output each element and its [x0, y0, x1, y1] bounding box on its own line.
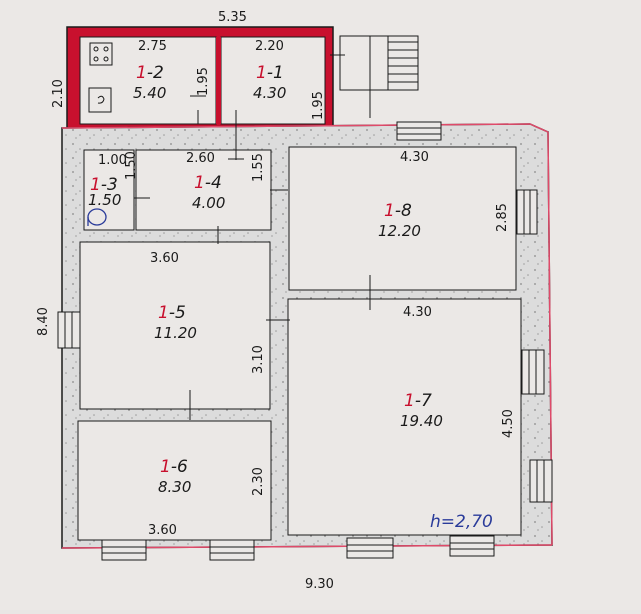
dim-r5-side: 3.10	[251, 345, 266, 374]
dim-r1-top: 2.20	[255, 39, 284, 54]
stairs-icon	[339, 35, 419, 118]
main-walls	[61, 123, 553, 549]
window-icon	[521, 349, 545, 395]
room-area: 4.00	[192, 194, 225, 212]
window-icon	[449, 535, 495, 557]
dim-annex-height: 2.10	[51, 79, 66, 108]
dim-r6-bottom: 3.60	[148, 523, 177, 538]
room-area: 19.40	[400, 412, 443, 430]
room-area: 4.30	[253, 84, 286, 102]
dim-r3-side: 1.50	[124, 151, 139, 180]
room-1-4-floor	[135, 149, 272, 231]
room-label-1-6: 1-6 8.30	[158, 457, 191, 496]
dim-r2-side: 1.95	[196, 67, 211, 96]
svg-text:1-8: 1-8	[384, 201, 412, 221]
windows	[57, 121, 553, 561]
dim-r4-top: 2.60	[186, 151, 215, 166]
room-area: 1.50	[88, 191, 121, 209]
svg-text:1-2: 1-2	[136, 63, 164, 83]
svg-text:1-7: 1-7	[404, 391, 432, 411]
room-area: 12.20	[378, 222, 421, 240]
dim-r8-side: 2.85	[495, 203, 510, 232]
room-1-7-floor	[287, 298, 522, 536]
stove-icon	[89, 42, 113, 66]
room-1-8-floor	[288, 146, 517, 291]
dim-r7-side: 4.50	[501, 409, 516, 438]
svg-text:1-1: 1-1	[256, 63, 284, 83]
dim-r5-top: 3.60	[150, 251, 179, 266]
room-label-1-4: 1-4 4.00	[192, 173, 225, 212]
room-label-1-7: 1-7 19.40	[400, 391, 443, 430]
window-icon	[57, 311, 81, 349]
window-icon	[516, 189, 538, 235]
room-1-5-floor	[79, 241, 271, 410]
door-marks	[134, 54, 371, 420]
dim-r4-side: 1.55	[251, 153, 266, 182]
window-icon	[529, 459, 553, 503]
room-label-1-5: 1-5 11.20	[154, 303, 197, 342]
room-label-1-3: 1-3 1.50	[88, 175, 121, 209]
window-icon	[101, 539, 147, 561]
room-area: 8.30	[158, 478, 191, 496]
window-icon	[346, 537, 394, 559]
dim-top-width: 5.35	[218, 10, 247, 25]
window-icon	[209, 539, 255, 561]
dim-r6-side: 2.30	[251, 467, 266, 496]
sink-icon	[88, 87, 112, 113]
room-label-1-8: 1-8 12.20	[378, 201, 421, 240]
dim-r2-top: 2.75	[138, 39, 167, 54]
room-area: 11.20	[154, 324, 197, 342]
dim-r3-top: 1.00	[98, 153, 127, 168]
room-area: 5.40	[133, 84, 166, 102]
room-1-3-floor	[83, 149, 135, 231]
toilet-icon	[87, 208, 107, 226]
dim-r1-side: 1.95	[311, 91, 326, 120]
svg-text:1-4: 1-4	[194, 173, 222, 193]
svg-text:1-6: 1-6	[160, 457, 188, 477]
room-1-6-floor	[77, 420, 272, 541]
room-label-1-2: 1-2 5.40	[133, 63, 166, 102]
window-icon	[396, 121, 442, 141]
room-label-1-1: 1-1 4.30	[253, 63, 286, 102]
svg-text:1-5: 1-5	[158, 303, 186, 323]
dim-bottom-width: 9.30	[305, 577, 334, 592]
svg-text:1-3: 1-3	[90, 175, 118, 195]
dim-left-height: 8.40	[36, 307, 51, 336]
dim-r7-top: 4.30	[403, 305, 432, 320]
ceiling-height-note: h=2,70	[430, 512, 493, 532]
dim-r8-top: 4.30	[400, 150, 429, 165]
